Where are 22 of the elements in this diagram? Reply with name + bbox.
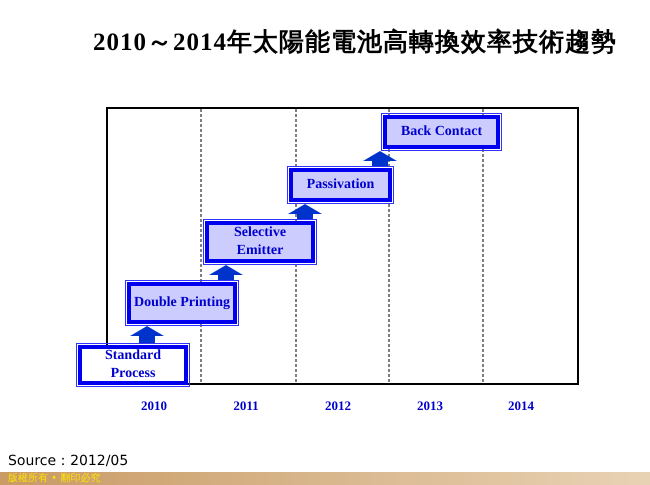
block-arrow <box>288 204 322 219</box>
process-box <box>127 282 237 324</box>
source-note: Source：2012/05 <box>8 452 128 470</box>
diagram-title: 2010～2014年太陽能電池高轉換效率技術趨勢 <box>92 28 618 58</box>
year-label: 2013 <box>416 398 444 414</box>
box-label: Standard Process <box>104 347 162 383</box>
process-box <box>289 168 392 202</box>
year-label: 2012 <box>324 398 352 414</box>
block-arrow <box>209 265 243 280</box>
year-label: 2014 <box>507 398 535 414</box>
process-box <box>383 115 500 149</box>
process-box <box>78 345 188 385</box>
box-label: Passivation <box>306 176 374 194</box>
block-arrow <box>363 151 397 166</box>
year-label: 2011 <box>232 398 260 414</box>
copyright-note: 版權所有 • 翻印必究 <box>8 472 100 485</box>
box-label: Double Printing <box>134 294 230 312</box>
process-box <box>205 221 315 263</box>
block-arrow <box>130 326 164 343</box>
box-label: Selective Emitter <box>232 224 288 260</box>
box-label: Back Contact <box>400 123 482 141</box>
year-label: 2010 <box>140 398 168 414</box>
